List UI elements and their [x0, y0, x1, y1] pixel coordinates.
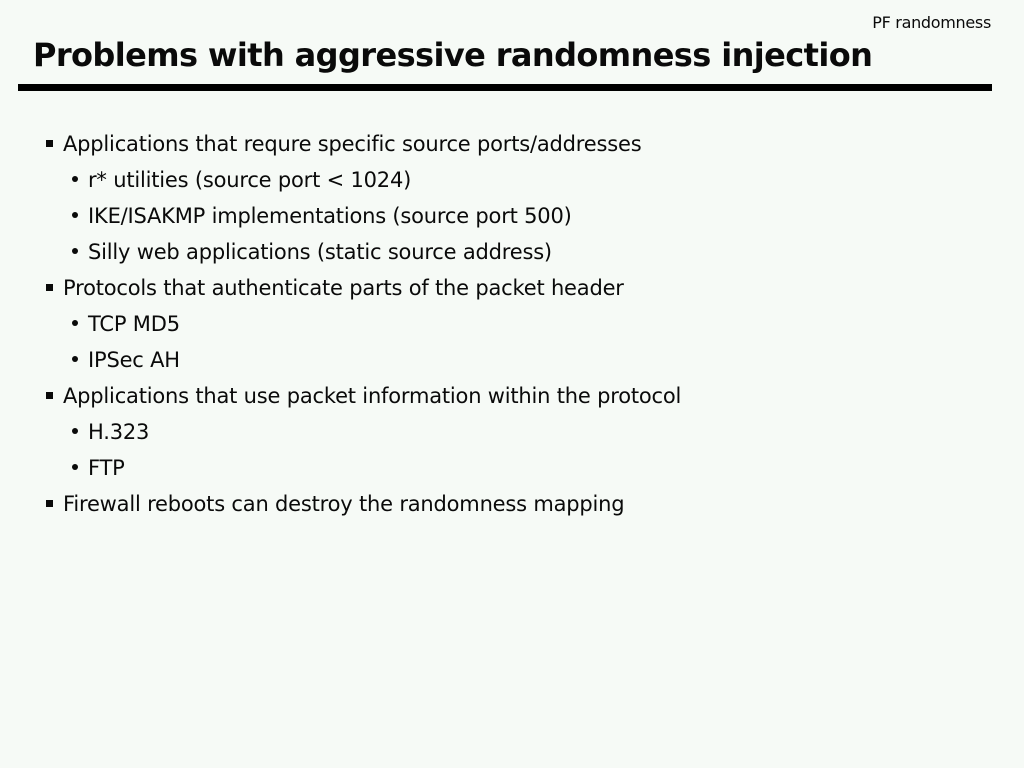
- list-item: TCP MD5: [0, 306, 1024, 342]
- bullet-list: Applications that requre specific source…: [0, 126, 1024, 522]
- list-item: FTP: [0, 450, 1024, 486]
- list-item-text: FTP: [88, 456, 125, 480]
- round-bullet-icon: [72, 428, 78, 434]
- list-item: Protocols that authenticate parts of the…: [0, 270, 1024, 306]
- round-bullet-icon: [72, 320, 78, 326]
- list-item-text: Silly web applications (static source ad…: [88, 240, 552, 264]
- round-bullet-icon: [72, 464, 78, 470]
- list-item: Firewall reboots can destroy the randomn…: [0, 486, 1024, 522]
- slide-corner-label: PF randomness: [872, 13, 991, 32]
- title-underline-rule: [18, 84, 992, 91]
- list-item-text: Applications that requre specific source…: [63, 132, 642, 156]
- list-item: Applications that use packet information…: [0, 378, 1024, 414]
- list-item-text: Protocols that authenticate parts of the…: [63, 276, 624, 300]
- round-bullet-icon: [72, 176, 78, 182]
- list-item: IKE/ISAKMP implementations (source port …: [0, 198, 1024, 234]
- square-bullet-icon: [46, 139, 53, 147]
- list-item-text: Firewall reboots can destroy the randomn…: [63, 492, 625, 516]
- list-item-text: r* utilities (source port < 1024): [88, 168, 412, 192]
- slide-title: Problems with aggressive randomness inje…: [33, 36, 873, 74]
- list-item-text: H.323: [88, 420, 150, 444]
- list-item: H.323: [0, 414, 1024, 450]
- list-item: r* utilities (source port < 1024): [0, 162, 1024, 198]
- square-bullet-icon: [46, 391, 53, 399]
- round-bullet-icon: [72, 212, 78, 218]
- square-bullet-icon: [46, 499, 53, 507]
- list-item: Silly web applications (static source ad…: [0, 234, 1024, 270]
- round-bullet-icon: [72, 356, 78, 362]
- list-item-text: IPSec AH: [88, 348, 180, 372]
- round-bullet-icon: [72, 248, 78, 254]
- list-item: Applications that requre specific source…: [0, 126, 1024, 162]
- list-item: IPSec AH: [0, 342, 1024, 378]
- list-item-text: TCP MD5: [88, 312, 180, 336]
- square-bullet-icon: [46, 283, 53, 291]
- list-item-text: Applications that use packet information…: [63, 384, 682, 408]
- list-item-text: IKE/ISAKMP implementations (source port …: [88, 204, 572, 228]
